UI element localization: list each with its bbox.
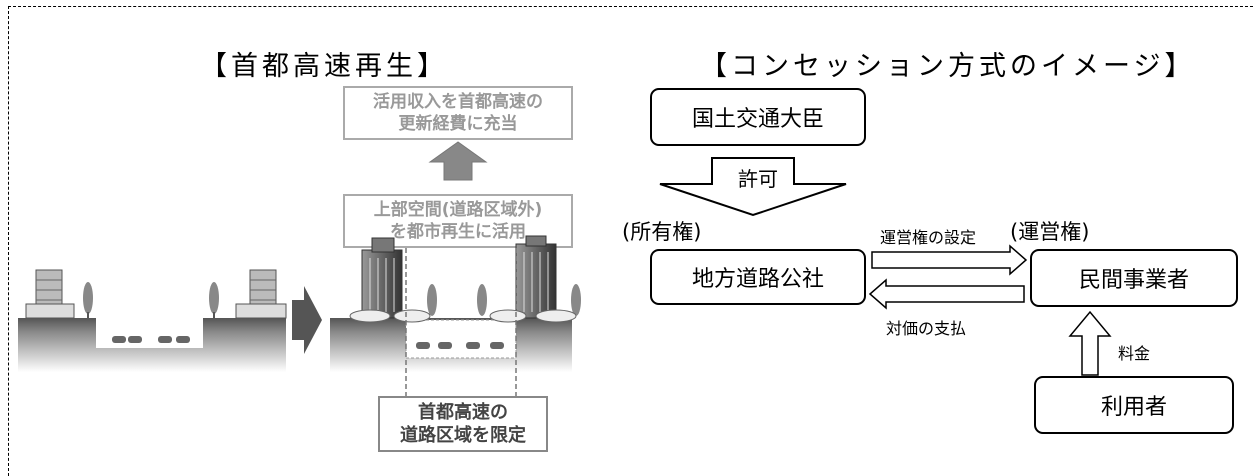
revenue-line-2: 更新経費に充当 bbox=[398, 114, 518, 134]
users-box: 利用者 bbox=[1034, 376, 1234, 434]
right-title: 【コンセッション方式のイメージ】 bbox=[700, 51, 1196, 82]
upper-space-line-1: 上部空間(道路区域外) bbox=[373, 200, 543, 220]
before-scene bbox=[18, 269, 287, 372]
permit-arrow bbox=[659, 157, 847, 217]
setting-arrow bbox=[871, 244, 1028, 276]
up-arrow-icon bbox=[428, 141, 488, 181]
revenue-line-1: 活用収入を首都高速の bbox=[373, 92, 543, 112]
public-corp-box: 地方道路公社 bbox=[650, 249, 866, 305]
permit-label: 許可 bbox=[738, 167, 778, 191]
after-scene bbox=[330, 235, 581, 396]
fee-label: 料金 bbox=[1118, 344, 1151, 363]
payment-arrow bbox=[868, 278, 1025, 310]
private-operator-label: 民間事業者 bbox=[1078, 268, 1189, 293]
upper-space-box: 上部空間(道路区域外) を都市再生に活用 bbox=[343, 194, 573, 248]
illustration-layer bbox=[18, 141, 1112, 396]
after-cars bbox=[416, 342, 504, 349]
before-cars bbox=[112, 336, 190, 343]
road-area-line-2: 道路区域を限定 bbox=[400, 425, 526, 446]
before-building-right bbox=[235, 269, 287, 319]
operating-right-label: (運営権) bbox=[1010, 220, 1090, 244]
public-corp-label: 地方道路公社 bbox=[691, 267, 824, 292]
revenue-box: 活用収入を首都高速の 更新経費に充当 bbox=[343, 86, 573, 140]
users-label: 利用者 bbox=[1100, 395, 1167, 420]
minister-box: 国土交通大臣 bbox=[650, 88, 866, 146]
upper-space-line-2: を都市再生に活用 bbox=[390, 222, 526, 242]
payment-label: 対価の支払 bbox=[886, 319, 967, 338]
minister-label: 国土交通大臣 bbox=[691, 107, 824, 132]
after-tower-left bbox=[361, 237, 403, 319]
fee-arrow bbox=[1068, 310, 1112, 376]
after-tower-right bbox=[515, 235, 557, 319]
left-title: 【首都高速再生】 bbox=[200, 51, 448, 82]
private-operator-box: 民間事業者 bbox=[1030, 249, 1238, 307]
ownership-label: (所有権) bbox=[622, 220, 702, 244]
before-building-left bbox=[25, 269, 75, 319]
dashed-frame bbox=[8, 6, 1253, 476]
right-arrow-icon bbox=[292, 286, 322, 354]
road-area-box: 首都高速の 道路区域を限定 bbox=[378, 396, 548, 452]
setting-label: 運営権の設定 bbox=[880, 228, 977, 247]
road-area-line-1: 首都高速の bbox=[418, 402, 508, 423]
